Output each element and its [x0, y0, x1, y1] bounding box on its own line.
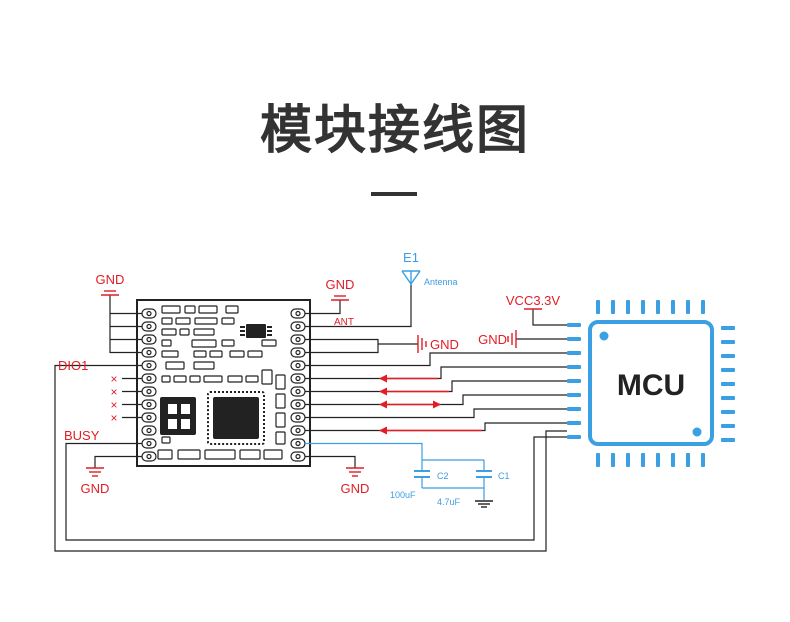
- nc-mark: ×: [110, 411, 117, 425]
- antenna-label: Antenna: [424, 277, 458, 287]
- busy-label: BUSY: [64, 428, 100, 443]
- capacitor-wires: [305, 442, 485, 500]
- module-crystal: [160, 397, 196, 435]
- nc-mark: ×: [110, 385, 117, 399]
- capacitor-c2: [414, 470, 430, 478]
- gnd-symbol-right-mid: [417, 335, 427, 353]
- gnd-symbol-right-top: [331, 295, 349, 301]
- module-components: [157, 305, 286, 460]
- module-left-pads: [141, 308, 157, 462]
- page-title: 模块接线图: [259, 101, 530, 161]
- rf-module: [136, 299, 311, 467]
- c1-label: C1: [498, 471, 510, 481]
- nc-mark: ×: [110, 398, 117, 412]
- module-small-chip: [240, 324, 272, 338]
- signal-arrows: [379, 374, 482, 435]
- capacitor-c1: [476, 470, 492, 478]
- nc-mark: ×: [110, 372, 117, 386]
- gnd-symbol-left-bottom: [86, 467, 104, 477]
- gnd-label-right-mid: GND: [430, 337, 459, 352]
- gnd-label-left-top: GND: [96, 272, 125, 287]
- mcu-label: MCU: [617, 369, 685, 402]
- gnd-symbol-right-bottom: [346, 467, 364, 477]
- gnd-label-right-top: GND: [326, 277, 355, 292]
- module-right-pads: [290, 308, 306, 462]
- capacitor-gnd-symbol: [475, 500, 493, 508]
- gnd-symbol-mcu: [507, 330, 517, 348]
- e1-label: E1: [403, 250, 419, 265]
- vcc-label: VCC3.3V: [506, 293, 561, 308]
- dio1-label: DIO1: [58, 358, 88, 373]
- gnd-label-mcu: GND: [478, 332, 507, 347]
- gnd-symbol-left-top: [101, 290, 119, 296]
- c1-value: 4.7uF: [437, 497, 461, 507]
- ant-label: ANT: [334, 317, 354, 328]
- c2-label: C2: [437, 471, 449, 481]
- gnd-label-right-bottom: GND: [341, 481, 370, 496]
- title-underline: [371, 192, 417, 196]
- mcu-chip: MCU: [567, 300, 735, 467]
- gnd-label-left-bottom: GND: [81, 481, 110, 496]
- module-main-chip: [207, 391, 265, 445]
- c2-value: 100uF: [390, 490, 416, 500]
- antenna-icon: [401, 270, 421, 286]
